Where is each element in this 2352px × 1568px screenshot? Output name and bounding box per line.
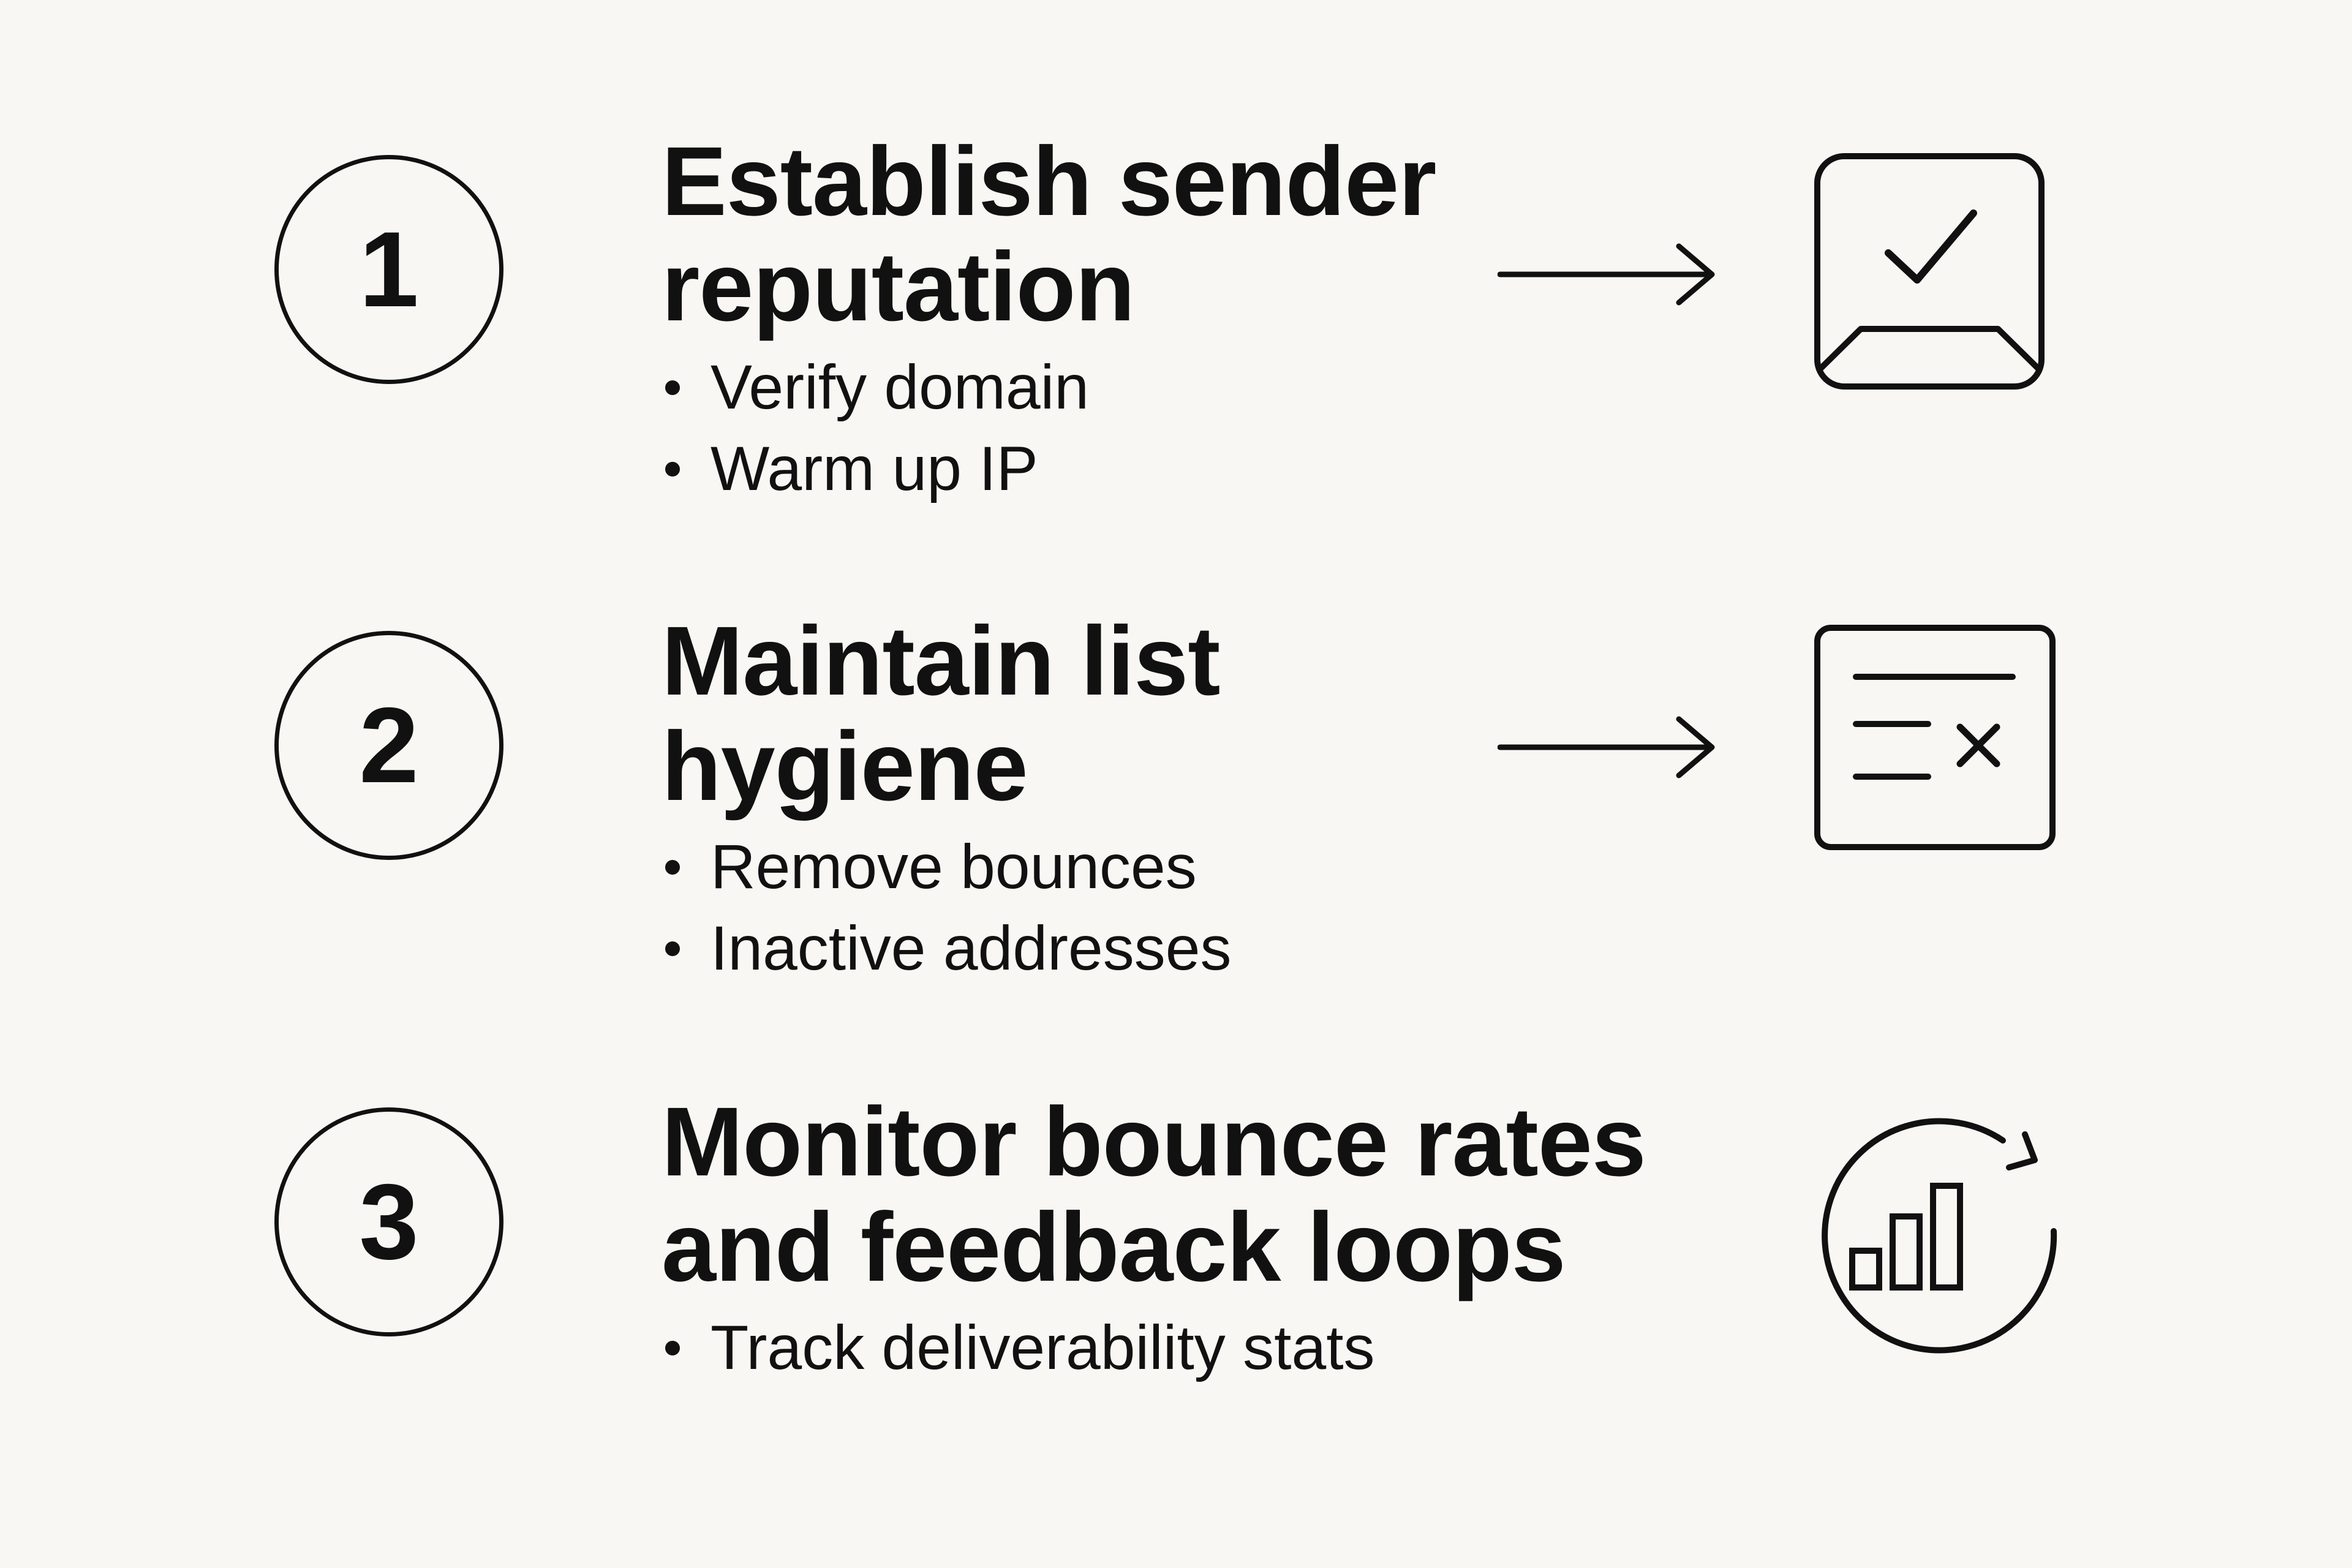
bullet-list: Remove bounces Inactive addresses	[662, 826, 1703, 989]
bullet-item: Remove bounces	[662, 826, 1703, 908]
bullet-dot	[665, 462, 680, 477]
step-number-badge: 1	[274, 155, 503, 384]
bullet-list: Verify domain Warm up IP	[662, 347, 1703, 510]
bullet-text: Track deliverability stats	[710, 1313, 1375, 1382]
step-title: Establish sender reputation	[662, 129, 1703, 339]
step-title: Maintain list hygiene	[662, 608, 1703, 819]
step-text: Establish sender reputation Verify domai…	[662, 129, 1703, 510]
step-title-line: Establish sender	[662, 126, 1436, 236]
bullet-list: Track deliverability stats	[662, 1307, 1703, 1389]
bullet-dot	[665, 1341, 680, 1355]
bullet-dot	[665, 380, 680, 395]
step-title: Monitor bounce rates and feedback loops	[662, 1089, 1703, 1300]
list-remove-icon	[1814, 625, 2056, 850]
bullet-item: Track deliverability stats	[662, 1307, 1703, 1389]
inbox-check-icon	[1814, 153, 2045, 390]
step-title-line: and feedback loops	[662, 1192, 1566, 1302]
step-text: Maintain list hygiene Remove bounces Ina…	[662, 608, 1703, 989]
bullet-item: Verify domain	[662, 347, 1703, 428]
step-number-badge: 2	[274, 631, 503, 860]
step-title-line: Maintain list	[662, 606, 1221, 715]
bullet-dot	[665, 860, 680, 875]
bullet-dot	[665, 941, 680, 956]
step-title-line: reputation	[662, 232, 1135, 341]
bar-chart-refresh-icon	[1822, 1118, 2057, 1354]
step-text: Monitor bounce rates and feedback loops …	[662, 1089, 1703, 1389]
bullet-text: Inactive addresses	[710, 913, 1232, 983]
arrow-right-icon	[1498, 243, 1715, 306]
bullet-item: Warm up IP	[662, 428, 1703, 510]
arrow-right-icon	[1498, 716, 1715, 778]
step-number-badge: 3	[274, 1107, 503, 1336]
bullet-item: Inactive addresses	[662, 908, 1703, 989]
step-title-line: hygiene	[662, 711, 1028, 821]
bullet-text: Remove bounces	[710, 832, 1197, 902]
bullet-text: Warm up IP	[710, 434, 1038, 503]
bullet-text: Verify domain	[710, 352, 1089, 422]
step-title-line: Monitor bounce rates	[662, 1087, 1646, 1196]
